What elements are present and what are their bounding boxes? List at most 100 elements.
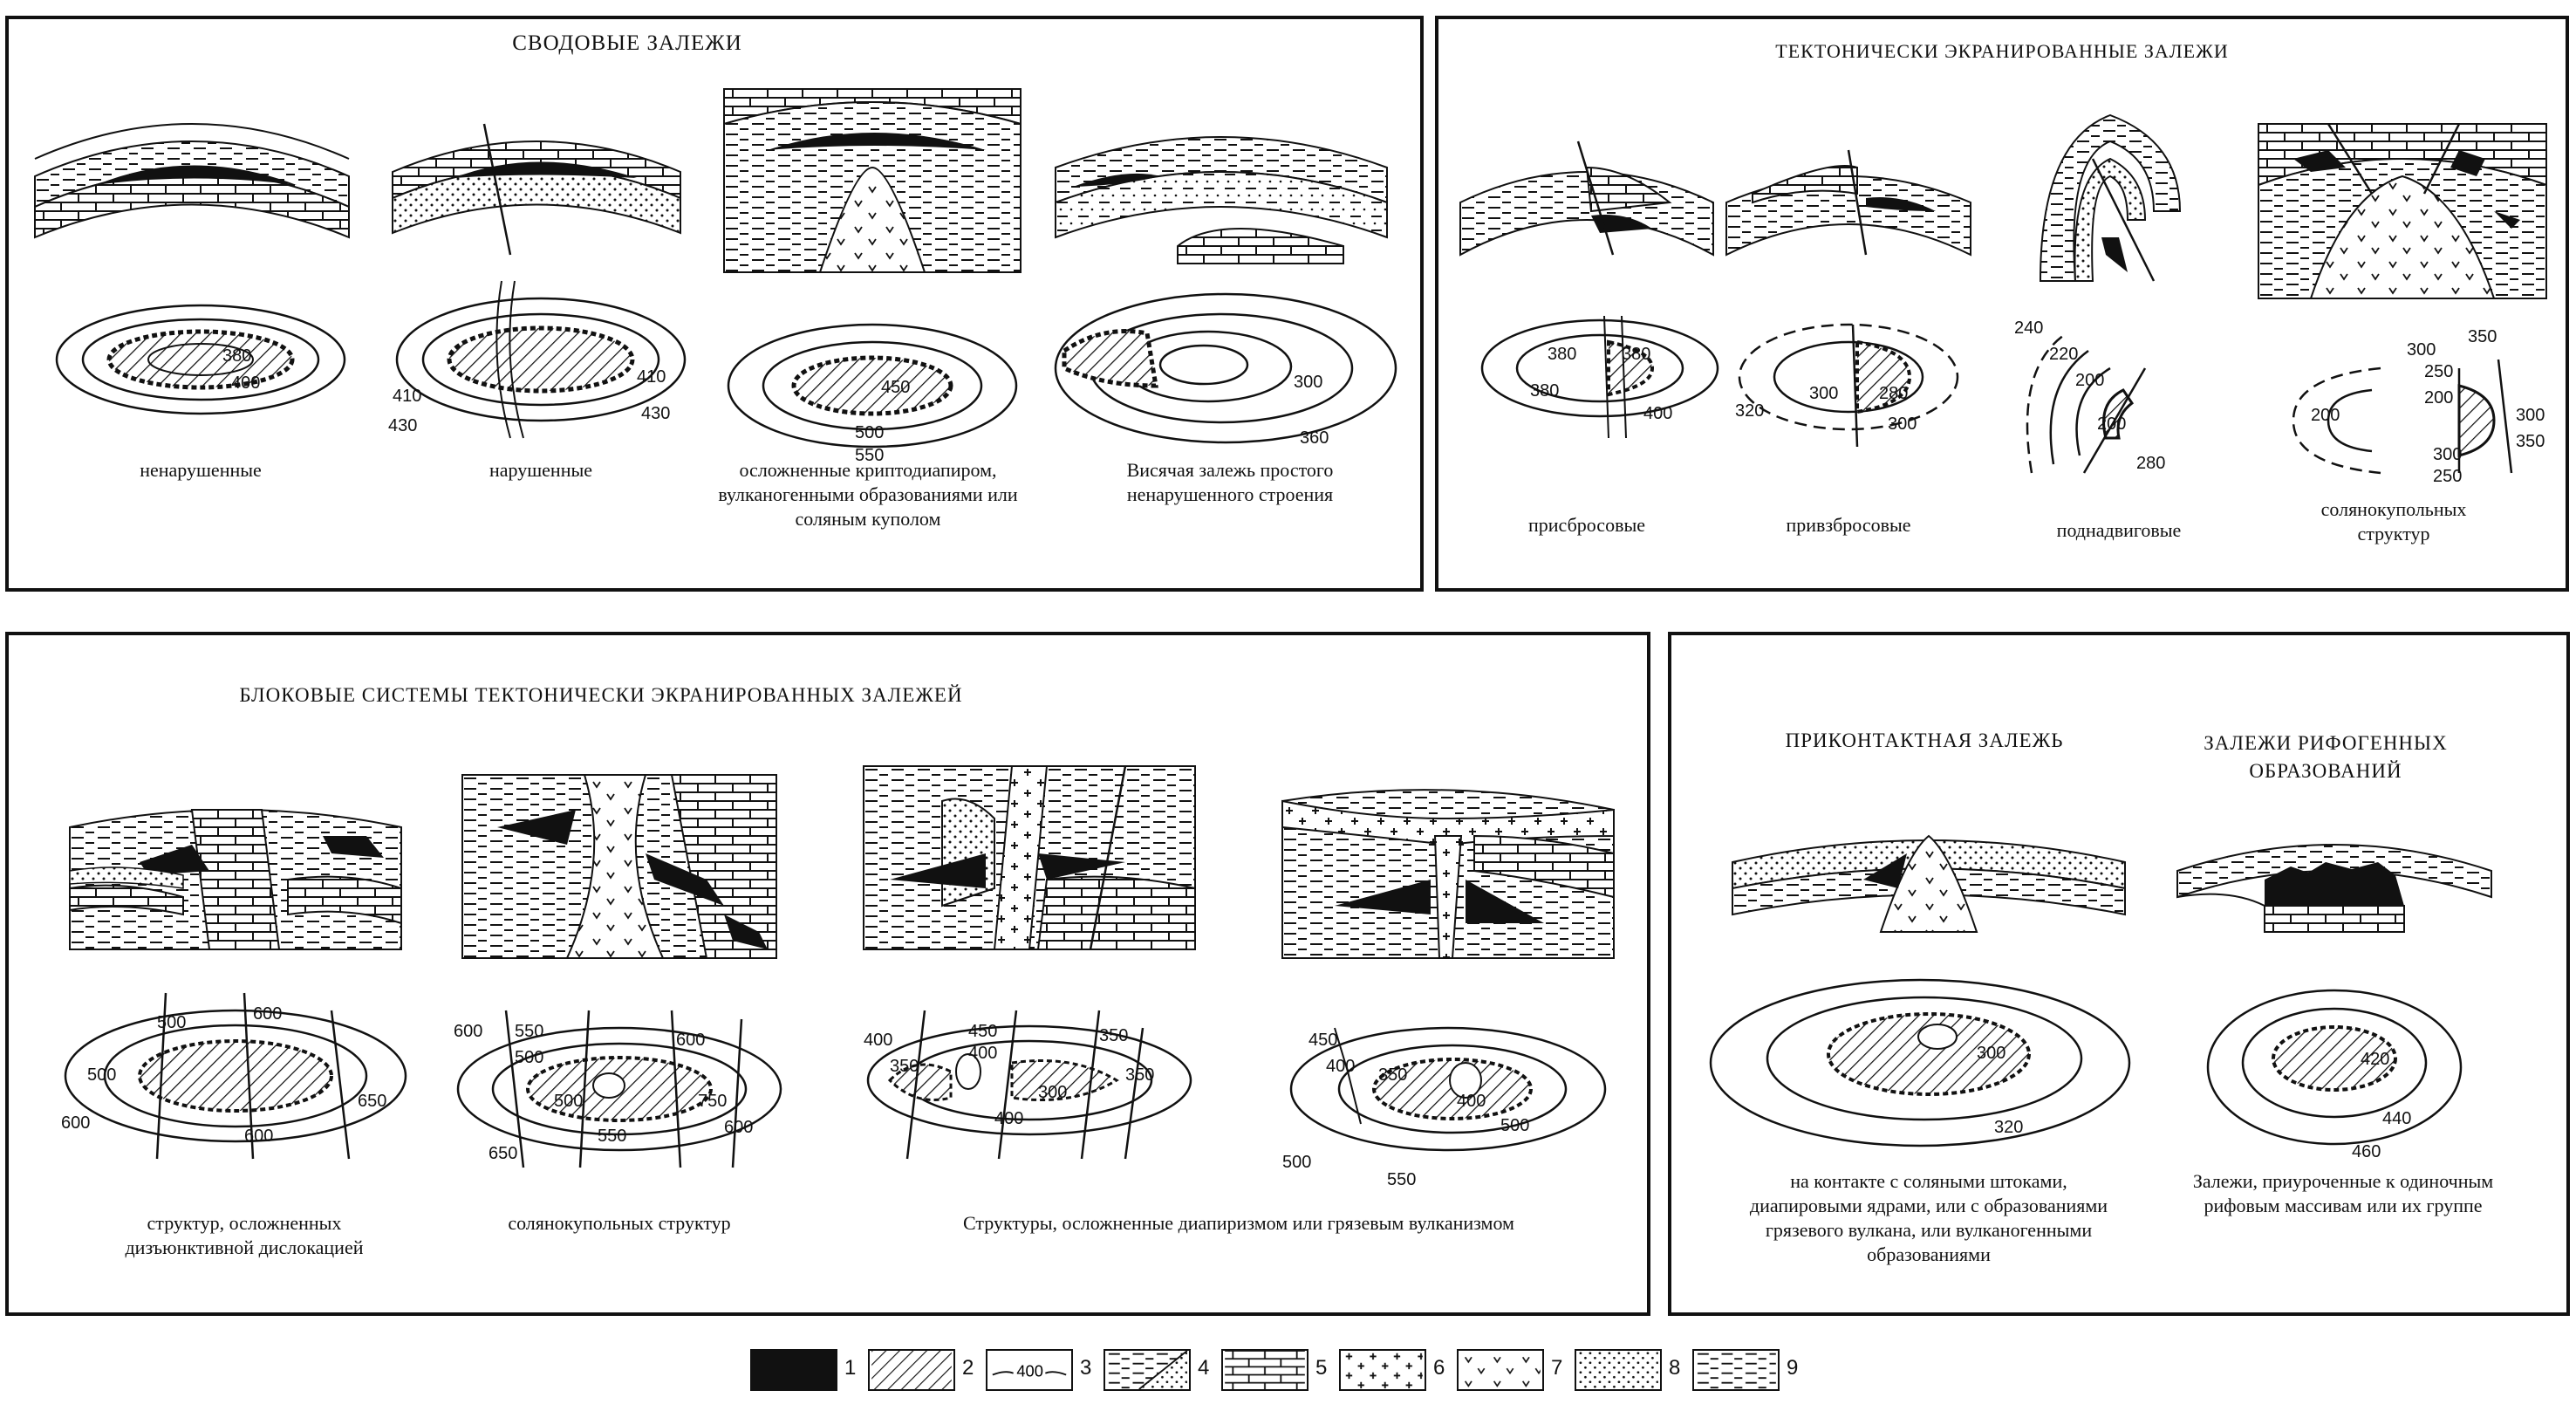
map-block-2: 600 550 500 600 500 550 650 750 600 xyxy=(454,1010,782,1168)
contour-label: 750 xyxy=(698,1092,727,1111)
legend-contour-label: 400 xyxy=(1016,1361,1043,1380)
panel-tectonic-screened: ТЕКТОНИЧЕСКИ ЭКРАНИРОВАННЫЕ ЗАЛЕЖИ 380 3… xyxy=(1435,16,2569,592)
contour-label: 450 xyxy=(968,1022,997,1041)
map-contact: 300 320 xyxy=(1709,978,2131,1147)
contour-label: 500 xyxy=(554,1092,583,1111)
contour-label: 430 xyxy=(641,404,670,423)
contour-label: 360 xyxy=(1300,428,1329,448)
contour-label: 500 xyxy=(1282,1153,1311,1172)
map-hanging: 300 360 xyxy=(1054,292,1397,448)
contour-label: 500 xyxy=(515,1048,543,1067)
caption-reef: Залежи, приуроченные к одиночным рифовым… xyxy=(2192,1170,2494,1216)
contour-label: 500 xyxy=(157,1013,186,1032)
panel-arch-deposits: СВОДОВЫЕ ЗАЛЕЖИ 380 400 ненарушенные 410… xyxy=(5,16,1424,592)
contour-label: 350 xyxy=(2516,432,2545,451)
map-block-3: 400 350 450 400 350 350 300 400 xyxy=(864,1010,1192,1160)
contour-label: 300 xyxy=(2516,406,2545,425)
legend-num: 3 xyxy=(1080,1356,1092,1380)
caption-block-1: структур, осложненных дизъюнктивной дисл… xyxy=(125,1212,364,1258)
contour-label: 250 xyxy=(2433,467,2462,486)
map-salt-dome: 300 250 200 350 300 250 300 350 200 xyxy=(2292,327,2545,486)
caption-block-2: солянокупольных структур xyxy=(508,1212,731,1234)
section-reef xyxy=(2176,844,2492,933)
contour-label: 320 xyxy=(1735,401,1764,421)
section-cryptodiapir xyxy=(723,88,1022,273)
contour-label: 400 xyxy=(864,1031,892,1050)
section-undisturbed xyxy=(34,123,350,239)
contour-label: 320 xyxy=(1994,1118,2023,1137)
map-block-4: 450 400 350 400 500 550 500 xyxy=(1282,1026,1607,1189)
map-cryptodiapir: 450 500 550 xyxy=(727,323,1018,465)
contour-label: 500 xyxy=(87,1065,116,1085)
section-fault-up xyxy=(1725,149,1971,257)
section-thrust xyxy=(2039,113,2182,282)
contour-label: 440 xyxy=(2382,1109,2411,1128)
map-thrust: 240 220 200 200 280 xyxy=(2014,319,2165,474)
legend-num: 7 xyxy=(1551,1356,1563,1380)
contour-label: 200 xyxy=(2097,414,2126,434)
legend-swatch-dashes xyxy=(1692,1349,1780,1391)
contour-label: 400 xyxy=(231,373,260,393)
section-hanging xyxy=(1055,136,1388,264)
caption-thrust: поднадвиговые xyxy=(2056,519,2182,541)
panel-contact-reef: ПРИКОНТАКТНАЯ ЗАЛЕЖЬ ЗАЛЕЖИ РИФОГЕННЫХ О… xyxy=(1668,632,2570,1316)
legend-swatch-hatch xyxy=(868,1349,955,1391)
contour-label: 650 xyxy=(358,1092,386,1111)
legend-swatch-shale-sand xyxy=(1104,1349,1191,1391)
caption-hanging: Висячая залежь простого ненарушенного ст… xyxy=(1126,459,1334,505)
legend-num: 2 xyxy=(962,1356,974,1380)
contour-label: 380 xyxy=(1530,381,1559,401)
contour-label: 400 xyxy=(1326,1057,1355,1076)
contour-label: 400 xyxy=(1457,1092,1486,1111)
contour-label: 300 xyxy=(2433,445,2462,464)
contour-label: 300 xyxy=(1809,384,1838,403)
section-block-4 xyxy=(1281,789,1615,959)
map-reef: 420 440 460 xyxy=(2206,989,2463,1161)
legend-swatch-sand xyxy=(1575,1349,1662,1391)
caption-disturbed: нарушенные xyxy=(489,459,593,481)
contour-label: 350 xyxy=(1099,1026,1128,1045)
contour-label: 380 xyxy=(1622,345,1650,364)
contour-label: 300 xyxy=(1888,414,1917,434)
panel-block-systems: БЛОКОВЫЕ СИСТЕМЫ ТЕКТОНИЧЕСКИ ЭКРАНИРОВА… xyxy=(5,632,1650,1316)
contour-label: 600 xyxy=(454,1022,482,1041)
contour-label: 300 xyxy=(1977,1044,2005,1063)
legend-swatch-volcanic xyxy=(1457,1349,1544,1391)
caption-fault-up: привзбросовые xyxy=(1786,514,1911,536)
caption-fault-down: присбросовые xyxy=(1527,514,1646,536)
contour-label: 450 xyxy=(1308,1031,1337,1050)
panel-title: БЛОКОВЫЕ СИСТЕМЫ ТЕКТОНИЧЕСКИ ЭКРАНИРОВА… xyxy=(239,684,963,706)
map-fault-down: 380 380 380 400 xyxy=(1480,315,1719,439)
contour-label: 600 xyxy=(724,1118,753,1137)
map-fault-up: 320 300 280 300 xyxy=(1735,323,1959,448)
section-block-3 xyxy=(863,765,1196,950)
contour-label: 350 xyxy=(2468,327,2497,346)
contour-label: 420 xyxy=(2361,1050,2389,1069)
contour-label: 300 xyxy=(2407,340,2436,360)
contour-label: 220 xyxy=(2049,345,2078,364)
caption-block-3-4: Структуры, осложненные диапиризмом или г… xyxy=(963,1212,1514,1234)
section-salt-dome xyxy=(2258,123,2547,299)
legend-swatch-contour: 400 xyxy=(986,1349,1073,1391)
contour-label: 410 xyxy=(637,367,666,387)
section-block-1 xyxy=(69,809,402,950)
contour-label: 350 xyxy=(1125,1065,1154,1085)
panel-title: ТЕКТОНИЧЕСКИ ЭКРАНИРОВАННЫЕ ЗАЛЕЖИ xyxy=(1775,40,2229,62)
contour-label: 300 xyxy=(1038,1083,1067,1102)
contour-label: 600 xyxy=(244,1127,273,1146)
contour-label: 400 xyxy=(994,1109,1023,1128)
legend-num: 1 xyxy=(844,1356,857,1380)
legend-num: 9 xyxy=(1787,1356,1799,1380)
contour-label: 550 xyxy=(1387,1170,1416,1189)
contour-label: 400 xyxy=(968,1044,997,1063)
contour-label: 400 xyxy=(1643,404,1672,423)
legend-swatch-oil xyxy=(750,1349,837,1391)
contour-label: 600 xyxy=(61,1113,90,1133)
legend-num: 8 xyxy=(1669,1356,1681,1380)
section-contact xyxy=(1732,834,2126,933)
section-block-2 xyxy=(461,774,777,959)
contour-label: 650 xyxy=(489,1144,517,1163)
contour-label: 460 xyxy=(2352,1142,2381,1161)
contour-label: 380 xyxy=(222,346,251,366)
legend-swatch-limestone xyxy=(1221,1349,1308,1391)
